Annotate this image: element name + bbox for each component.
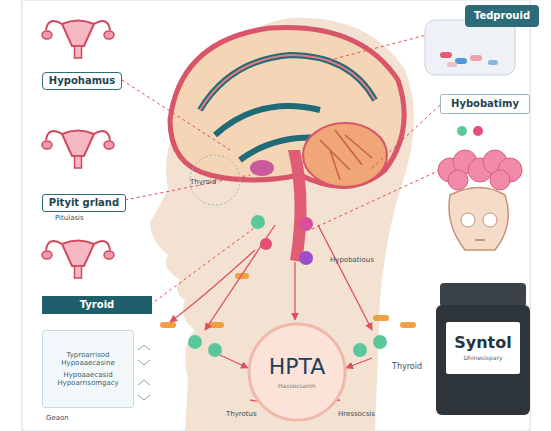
- node-title: HPTA: [269, 354, 326, 379]
- note-box: Typroarrisod HypoaaecasineHypoaaecasid H…: [42, 330, 134, 408]
- uterus-icon: [42, 241, 114, 279]
- section-band: Tyroid: [42, 296, 152, 314]
- medicine-bottle: [436, 283, 530, 415]
- part-label: Thyroid': [190, 178, 218, 186]
- node-title: Hybobatimy: [451, 98, 519, 110]
- hormone-dots: [160, 126, 483, 414]
- label-box: Pityit grland: [42, 194, 126, 212]
- node-title: Tyroid: [80, 299, 115, 311]
- node-subtext: Hypoaaecasid Hypoarrisomgacy: [46, 371, 130, 387]
- cerebellum: [303, 123, 387, 187]
- bottle-label: SyntolDhinesispary: [446, 322, 520, 374]
- label-box: Hypohamus: [42, 72, 122, 90]
- pituitary: [250, 160, 274, 176]
- part-label: Thyroid: [392, 362, 422, 371]
- node-title: Typroarrisod Hypoaaecasine: [46, 351, 130, 367]
- node-subtext: Dhinesispary: [463, 355, 502, 362]
- node-subtext: Hassocsanm: [278, 383, 316, 390]
- head-silhouette: [150, 18, 414, 431]
- brainstem: [288, 150, 307, 262]
- node-title: Tedprouid: [474, 10, 530, 22]
- part-label: Hypobatious: [330, 256, 374, 264]
- part-label: Hressocsis: [338, 410, 375, 418]
- part-label: Pitulasis: [55, 214, 84, 222]
- node-title: Hypohamus: [49, 75, 115, 87]
- pill-dish: [425, 20, 515, 75]
- uterus-icon: [42, 21, 114, 59]
- node-title: Pityit grland: [49, 197, 119, 209]
- part-label: Geaon: [46, 414, 69, 422]
- title-tab: Tedprouid: [465, 5, 539, 27]
- uterus-icon: [42, 131, 114, 169]
- part-label: Thyrotus: [226, 410, 257, 418]
- skull: [449, 188, 508, 251]
- hub-circle: HPTA Hassocsanm: [246, 322, 348, 422]
- thyroid-gland: [438, 150, 522, 190]
- label-box: Hybobatimy: [440, 94, 530, 114]
- node-title: Syntol: [454, 334, 511, 352]
- brain: [170, 27, 404, 186]
